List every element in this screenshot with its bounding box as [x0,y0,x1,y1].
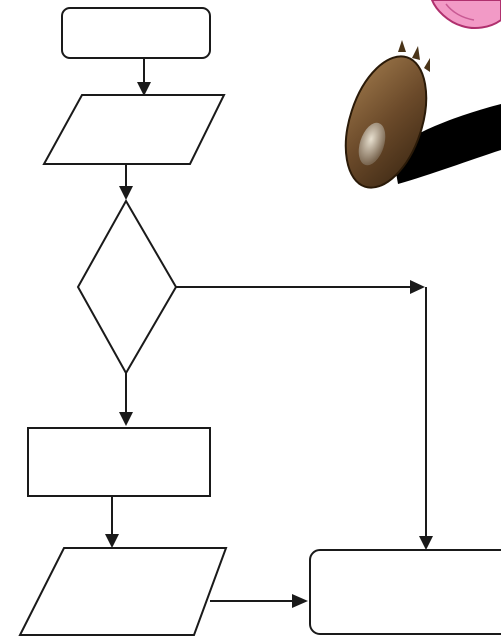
pink-flower-icon [430,0,501,29]
connector-input-to-decision [119,164,133,200]
start-terminator-shape [61,7,211,59]
decision-diamond-shape [76,198,178,376]
connector-input-to-end [210,594,308,608]
connector-process-to-input [105,496,119,548]
connector-start-to-input [137,58,151,96]
end-terminator-shape [309,549,501,635]
brown-button-icon [344,40,501,189]
connector-decision-to-process [119,373,133,426]
input-output-shape-1 [42,94,226,165]
connector-decision-to-end [176,280,433,550]
process-shape [27,427,211,497]
input-output-shape-2 [18,547,228,636]
